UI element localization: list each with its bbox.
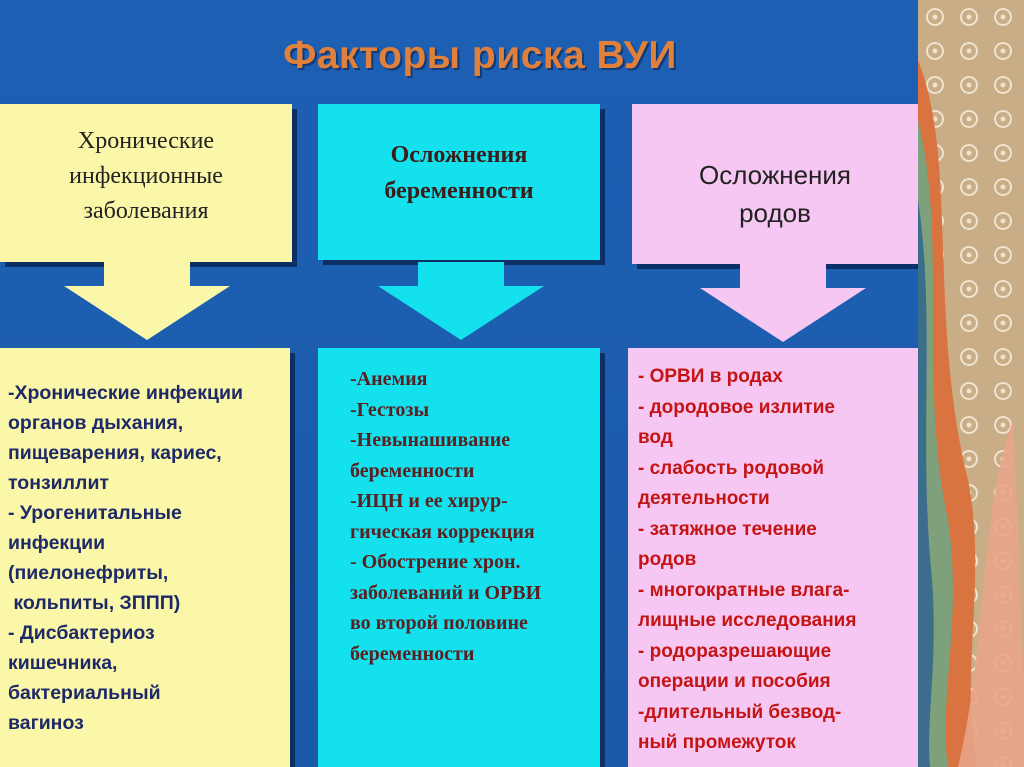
decorative-side-panel (918, 0, 1024, 767)
list-item: - многократные влага- (638, 576, 856, 607)
list-item: гическая коррекция (350, 517, 541, 548)
header-labor-complications: Осложнения родов (642, 156, 908, 232)
list-item: беременности (350, 456, 541, 487)
down-arrow-icon (62, 262, 232, 342)
list-item: -ИЦН и ее хирур- (350, 486, 541, 517)
header-pregnancy-complications: Осложнения беременности (328, 137, 590, 209)
list-item: - затяжное течение (638, 515, 856, 546)
list-item: -Гестозы (350, 395, 541, 426)
header-box-pregnancy-complications: Осложнения беременности (318, 104, 600, 260)
list-labor-complications: - ОРВИ в родах - дородовое излитие вод -… (638, 362, 856, 759)
header-box-labor-complications: Осложнения родов (632, 104, 918, 264)
down-arrow-icon (376, 262, 546, 342)
list-chronic-infections: -Хронические инфекции органов дыхания, п… (8, 378, 243, 738)
list-item: - Урогенитальные (8, 498, 243, 528)
header-chronic-infections: Хронические инфекционные заболевания (10, 124, 282, 229)
list-item: (пиелонефриты, (8, 558, 243, 588)
list-item: кишечника, (8, 648, 243, 678)
list-item: бактериальный (8, 678, 243, 708)
list-item: - родоразрешающие (638, 637, 856, 668)
list-pregnancy-complications: -Анемия -Гестозы -Невынашивание беременн… (350, 364, 541, 669)
list-item: родов (638, 545, 856, 576)
list-item: - Обострение хрон. (350, 547, 541, 578)
slide-title: Факторы риска ВУИ (200, 34, 760, 78)
down-arrow-icon (698, 264, 868, 344)
list-item: -Анемия (350, 364, 541, 395)
header-box-chronic-infections: Хронические инфекционные заболевания (0, 104, 292, 262)
list-item: -длительный безвод- (638, 698, 856, 729)
list-item: ный промежуток (638, 728, 856, 759)
list-item: лищные исследования (638, 606, 856, 637)
list-item: -Невынашивание (350, 425, 541, 456)
list-item: заболеваний и ОРВИ (350, 578, 541, 609)
list-item: - слабость родовой (638, 454, 856, 485)
list-item: кольпиты, ЗППП) (8, 588, 243, 618)
list-item: деятельности (638, 484, 856, 515)
list-item: - Дисбактериоз (8, 618, 243, 648)
list-item: инфекции (8, 528, 243, 558)
list-item: вагиноз (8, 708, 243, 738)
list-item: во второй половине (350, 608, 541, 639)
list-item: пищеварения, кариес, (8, 438, 243, 468)
list-item: - ОРВИ в родах (638, 362, 856, 393)
list-item: -Хронические инфекции (8, 378, 243, 408)
decorative-pattern-icon (918, 0, 1024, 767)
list-item: тонзиллит (8, 468, 243, 498)
list-item: - дородовое излитие (638, 393, 856, 424)
list-item: вод (638, 423, 856, 454)
list-item: органов дыхания, (8, 408, 243, 438)
list-item: беременности (350, 639, 541, 670)
list-item: операции и пособия (638, 667, 856, 698)
